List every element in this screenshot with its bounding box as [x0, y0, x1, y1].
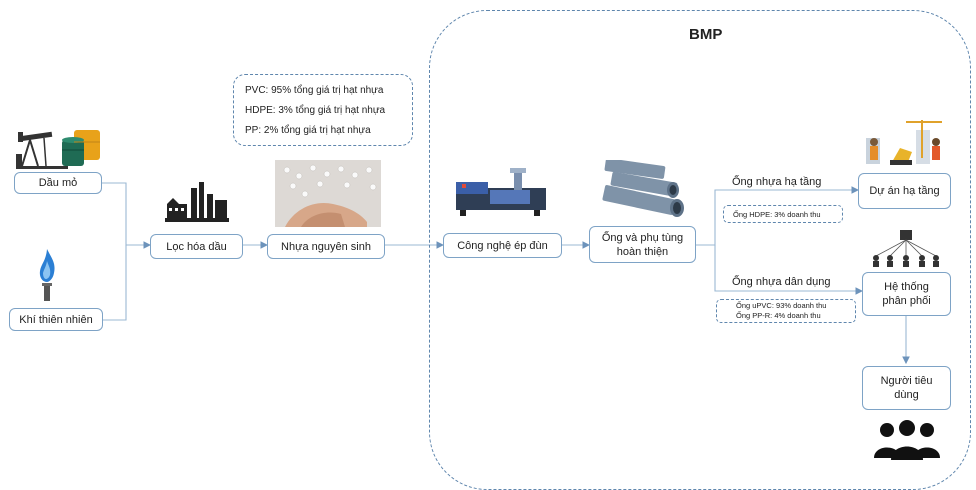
- distribution-network-icon: [873, 230, 939, 267]
- node-pipes-fittings-label-1: Ống và phụ tùng: [601, 231, 684, 244]
- node-distribution-system-label-2: phân phối: [882, 295, 931, 307]
- node-infrastructure-projects-label: Dự án hạ tầng: [869, 185, 940, 197]
- node-natural-gas-label: Khí thiên nhiên: [19, 313, 93, 326]
- branch-residential-note-upvc: Ống uPVC: 93% doanh thu: [736, 301, 827, 310]
- node-refinery: Lọc hóa dầu: [150, 234, 243, 259]
- node-distribution-system-label-1: Hệ thống: [884, 281, 929, 293]
- resin-share-info-box: [233, 74, 413, 146]
- oil-pump-barrel-icon: [16, 130, 100, 169]
- construction-icon: [866, 120, 942, 165]
- branch-residential-note-ppr: Ống PP-R: 4% doanh thu: [736, 311, 821, 320]
- connector-lines: [102, 182, 910, 365]
- node-extrusion-label: Công nghệ ép đùn: [457, 239, 548, 252]
- refinery-icon: [165, 182, 229, 222]
- node-consumers-label-2: dùng: [894, 389, 919, 401]
- node-extrusion: Công nghệ ép đùn: [443, 233, 562, 258]
- node-virgin-resin: Nhựa nguyên sinh: [267, 234, 385, 259]
- node-oil: Dầu mỏ: [14, 172, 102, 194]
- node-oil-label: Dầu mỏ: [38, 177, 78, 189]
- branch-infrastructure-note: Ống HDPE: 3% doanh thu: [733, 210, 821, 219]
- node-consumers: Người tiêu dùng: [862, 366, 951, 410]
- node-pipes-fittings: Ống và phụ tùng hoàn thiện: [589, 226, 696, 263]
- info-line-hdpe: HDPE: 3% tổng giá trị hạt nhựa: [245, 105, 386, 116]
- resin-pellets-image: [275, 160, 381, 227]
- branch-residential-note-box: [716, 299, 856, 323]
- node-pipes-fittings-label-2: hoàn thiện: [616, 245, 669, 258]
- branch-infrastructure-note-box: [723, 205, 843, 223]
- info-line-pvc: PVC: 95% tổng giá trị hạt nhựa: [245, 85, 384, 96]
- consumers-icon: [874, 420, 940, 460]
- node-refinery-label: Lọc hóa dầu: [166, 240, 227, 253]
- pvc-pipes-image: [602, 160, 684, 217]
- node-infrastructure-projects: Dự án hạ tầng: [858, 173, 951, 209]
- node-natural-gas: Khí thiên nhiên: [9, 308, 103, 331]
- branch-infrastructure-label: Ống nhựa hạ tầng: [732, 176, 822, 188]
- gas-flame-icon: [39, 249, 55, 301]
- node-virgin-resin-label: Nhựa nguyên sinh: [281, 240, 371, 253]
- info-line-pp: PP: 2% tổng giá trị hạt nhựa: [245, 125, 371, 136]
- node-distribution-system: Hệ thống phân phối: [862, 272, 951, 316]
- branch-residential-label: Ống nhựa dân dụng: [732, 276, 831, 288]
- node-consumers-label-1: Người tiêu: [880, 375, 933, 387]
- extrusion-machine-image: [456, 168, 546, 216]
- bmp-group-title: BMP: [689, 26, 723, 43]
